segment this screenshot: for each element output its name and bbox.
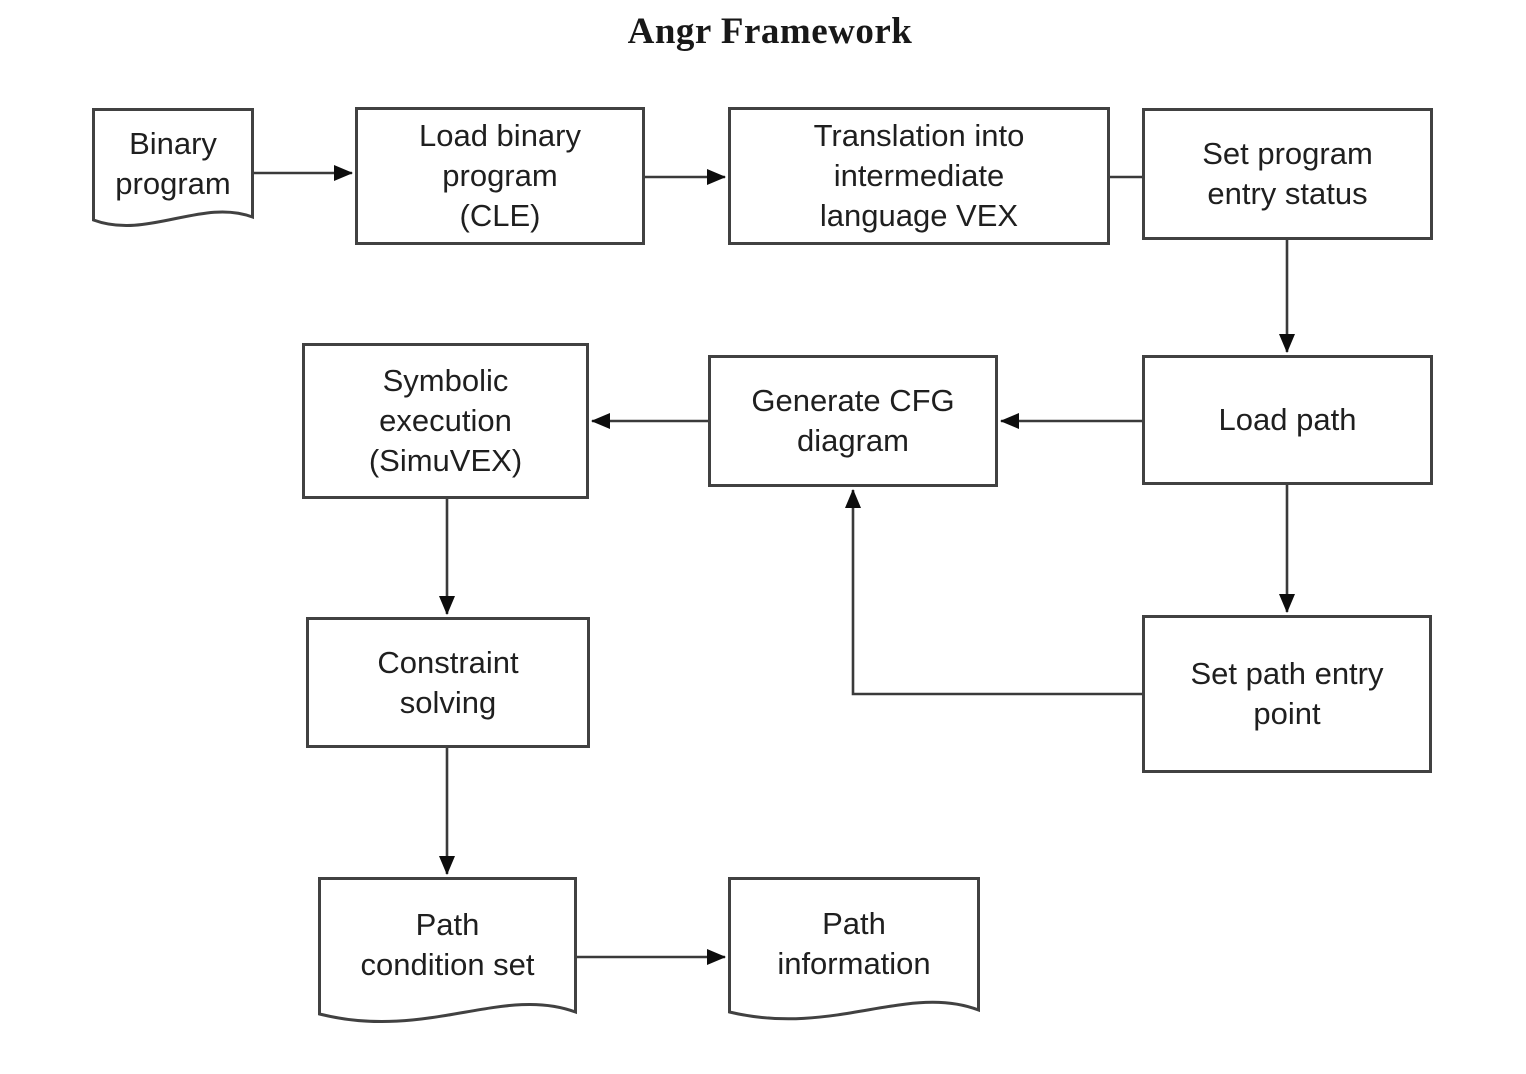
node-translation-vex: Translation into intermediate language V… [728, 107, 1110, 245]
node-symbolic-execution-label: Symbolic execution (SimuVEX) [368, 363, 523, 478]
edge-setpathentry-to-generatecfg [845, 489, 1142, 696]
node-set-program-entry-label: Set program entry status [1202, 136, 1373, 211]
node-generate-cfg: Generate CFG diagram [708, 355, 998, 487]
node-binary-program-label: Binary program [115, 126, 231, 201]
node-set-path-entry-label: Set path entry point [1190, 656, 1384, 731]
node-load-path: Load path [1142, 355, 1433, 485]
node-translation-vex-label: Translation into intermediate language V… [813, 118, 1025, 233]
node-load-path-label: Load path [1218, 402, 1357, 438]
node-constraint-solving-label: Constraint solving [377, 644, 519, 720]
node-generate-cfg-label: Generate CFG diagram [751, 383, 955, 458]
node-path-condition-set-label: Path condition set [360, 906, 535, 982]
node-binary-program: Binary program [92, 108, 254, 228]
node-set-program-entry: Set program entry status [1142, 108, 1433, 240]
node-symbolic-execution: Symbolic execution (SimuVEX) [302, 343, 589, 499]
node-load-binary: Load binary program (CLE) [355, 107, 645, 245]
node-path-information-label: Path information [777, 905, 931, 981]
diagram-title: Angr Framework [627, 11, 913, 52]
node-path-information: Path information [728, 877, 980, 1021]
document-shape-icon [728, 877, 980, 1021]
document-shape-icon [92, 108, 254, 228]
node-set-path-entry: Set path entry point [1142, 615, 1432, 773]
node-constraint-solving: Constraint solving [306, 617, 590, 748]
document-shape-icon [318, 877, 577, 1023]
node-load-binary-label: Load binary program (CLE) [418, 118, 581, 233]
node-path-condition-set: Path condition set [318, 877, 577, 1023]
